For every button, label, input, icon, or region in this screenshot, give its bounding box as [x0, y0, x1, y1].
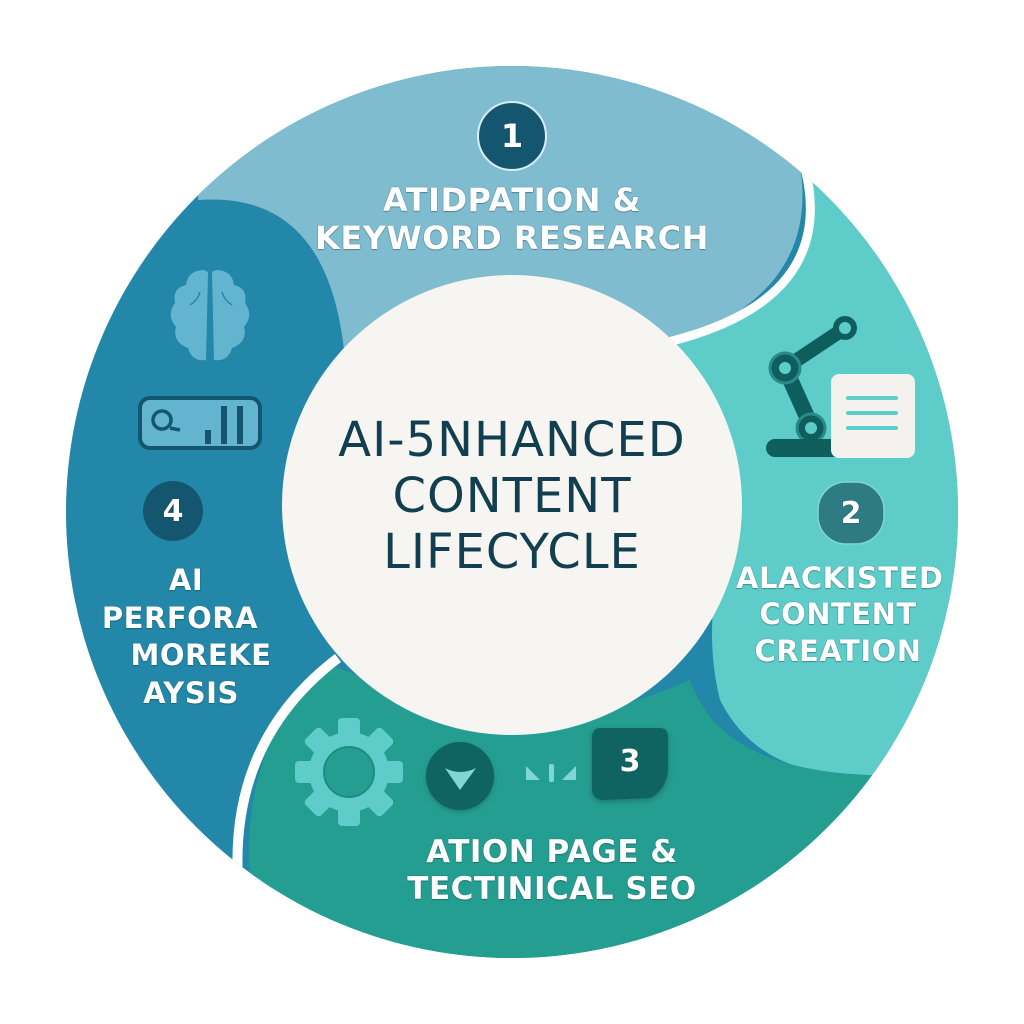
stage-1-title: ATIDPATION & KEYWORD RESEARCH: [315, 181, 709, 257]
center-title: AI-5NHANCED CONTENT LIFECYCLE: [338, 412, 686, 581]
triangles-icon: [526, 764, 576, 782]
stage-2-title: ALACKISTED CONTENT CREATION: [736, 561, 944, 668]
search-analytics-icon: [138, 396, 262, 450]
document-icon: [831, 374, 915, 458]
stage-3-number: 3: [619, 743, 641, 779]
center-circle: [282, 275, 742, 735]
stage-4-title: AI PERFORA MOREKE AYSIS: [101, 563, 272, 711]
divider-3-4: [232, 654, 342, 881]
stage-3-title: ATION PAGE & TECTINICAL SEO: [407, 834, 697, 908]
badge-4: [143, 481, 203, 541]
stage-1-number: 1: [500, 117, 524, 155]
stage-4-number: 4: [162, 493, 184, 529]
badge-1: [477, 101, 547, 171]
stage-2-number: 2: [840, 495, 862, 531]
badge-2: [817, 481, 885, 545]
gear-icon: [295, 718, 403, 826]
badge-3: [592, 728, 668, 800]
divider-1-2: [666, 166, 815, 347]
checkmark-icon: [426, 742, 494, 810]
brain-icon: [170, 268, 250, 362]
